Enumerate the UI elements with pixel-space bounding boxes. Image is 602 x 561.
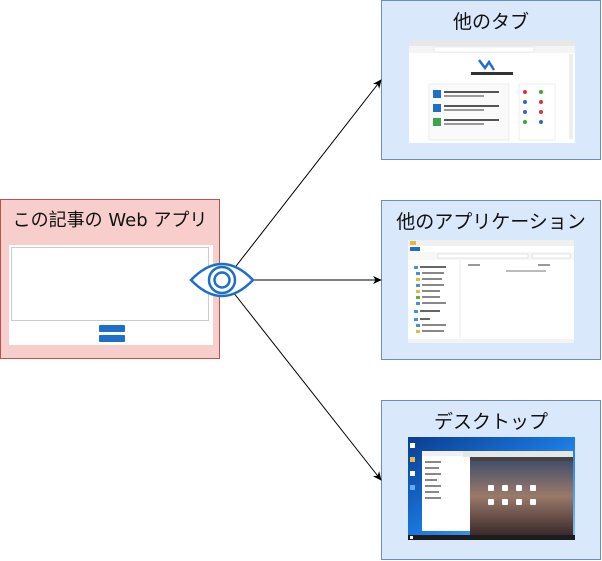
arrow-to-desktop: [232, 291, 382, 481]
other-apps-title: 他のアプリケーション: [396, 211, 586, 233]
other-tabs-title: 他のタブ: [452, 11, 529, 33]
arrow-to-other-tabs: [232, 79, 382, 271]
desktop-screenshot: [408, 437, 575, 540]
source-web-app-title: この記事の Web アプリ: [12, 210, 208, 231]
browser-screenshot: [409, 40, 575, 143]
app-button-secondary: [99, 335, 125, 342]
app-button-primary: [99, 325, 125, 332]
desktop-title: デスクトップ: [433, 411, 548, 433]
web-app-screenshot: [9, 245, 213, 345]
source-web-app-box: この記事の Web アプリ: [0, 199, 220, 359]
explorer-screenshot: [408, 240, 574, 343]
app-textarea: [11, 247, 209, 321]
